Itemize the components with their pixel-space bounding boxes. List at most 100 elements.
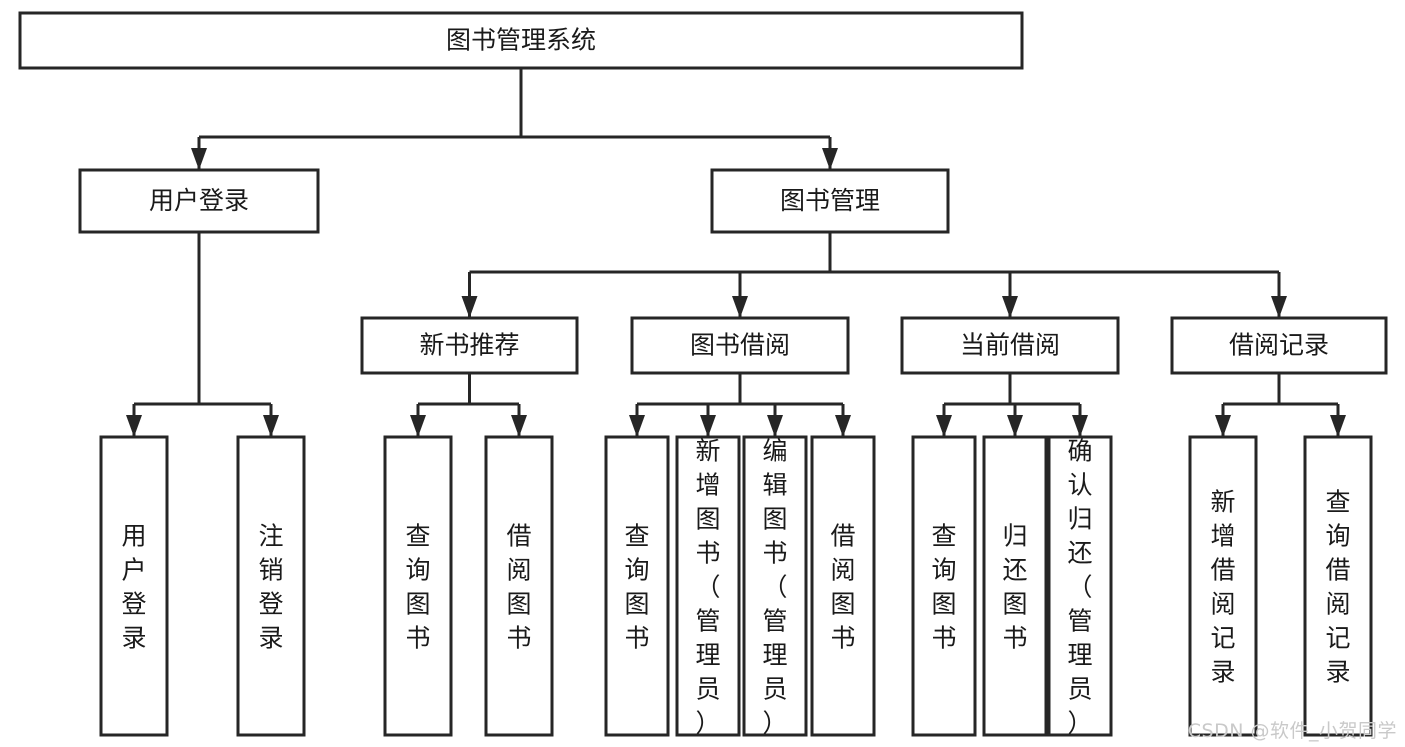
- svg-text:阅: 阅: [830, 556, 855, 585]
- level2-node-box-3[interactable]: [1170, 316, 1388, 375]
- leaf-node-box-12[interactable]: [1303, 435, 1373, 737]
- svg-text:录: 录: [121, 624, 146, 653]
- svg-text:理: 理: [695, 641, 720, 670]
- svg-text:增: 增: [1210, 522, 1235, 551]
- svg-text:户: 户: [121, 556, 146, 585]
- leaf-node-box-1[interactable]: [236, 435, 306, 737]
- leaf-node-box-7[interactable]: [810, 435, 876, 737]
- svg-text:还: 还: [1002, 556, 1027, 585]
- svg-text:管: 管: [695, 607, 720, 636]
- svg-text:查: 查: [931, 522, 956, 551]
- root-node-label: 图书管理系统: [446, 26, 596, 55]
- svg-text:管: 管: [762, 607, 787, 636]
- svg-text:查: 查: [1325, 488, 1350, 517]
- svg-text:理: 理: [762, 641, 787, 670]
- leaf-node-box-6[interactable]: [742, 435, 808, 737]
- svg-text:（: （: [762, 573, 787, 602]
- level2-node-box-1[interactable]: [630, 316, 850, 375]
- level2-node-label-0: 新书推荐: [419, 331, 519, 360]
- svg-text:阅: 阅: [1210, 590, 1235, 619]
- svg-text:询: 询: [405, 556, 430, 585]
- svg-text:书: 书: [1002, 624, 1027, 653]
- svg-text:）: ）: [1067, 709, 1092, 738]
- leaf-node-box-0[interactable]: [99, 435, 169, 737]
- leaf-node-box-5[interactable]: [675, 435, 741, 737]
- svg-text:新: 新: [1210, 488, 1235, 517]
- leaf-node-box-8[interactable]: [911, 435, 977, 737]
- root-node-box[interactable]: [18, 11, 1024, 70]
- leaf-node-box-2[interactable]: [383, 435, 453, 737]
- svg-text:用: 用: [121, 522, 146, 551]
- svg-text:书: 书: [695, 539, 720, 568]
- level1-node-box-1[interactable]: [710, 168, 950, 234]
- svg-text:书: 书: [624, 624, 649, 653]
- leaf-node-box-4[interactable]: [604, 435, 670, 737]
- svg-text:归: 归: [1002, 522, 1027, 551]
- svg-text:图: 图: [624, 590, 649, 619]
- svg-text:询: 询: [1325, 522, 1350, 551]
- svg-text:归: 归: [1067, 505, 1092, 534]
- svg-text:书: 书: [830, 624, 855, 653]
- current-leaves-arrow-2: [1072, 415, 1088, 437]
- borrow-leaves-arrow-3: [835, 415, 851, 437]
- root-to-level1-arrow-0: [191, 148, 207, 170]
- book-mgmt-to-level2-arrow-3: [1271, 296, 1287, 318]
- root-to-level1-arrow-1: [822, 148, 838, 170]
- recommend-leaves-arrow-0: [410, 415, 426, 437]
- svg-text:增: 增: [695, 471, 720, 500]
- svg-text:书: 书: [762, 539, 787, 568]
- svg-text:借: 借: [1210, 556, 1235, 585]
- svg-text:询: 询: [931, 556, 956, 585]
- svg-text:书: 书: [931, 624, 956, 653]
- login-leaves-arrow-1: [263, 415, 279, 437]
- svg-text:记: 记: [1325, 624, 1350, 653]
- login-leaves-arrow-0: [126, 415, 142, 437]
- svg-text:）: ）: [695, 709, 720, 738]
- svg-text:记: 记: [1210, 624, 1235, 653]
- label-layer: 图书管理系统用户登录图书管理新书推荐图书借阅当前借阅借阅记录用户登录注销登录查询…: [121, 26, 1350, 738]
- svg-text:销: 销: [258, 556, 283, 585]
- svg-text:书: 书: [405, 624, 430, 653]
- record-leaves-arrow-1: [1330, 415, 1346, 437]
- box-layer: [18, 11, 1388, 737]
- level1-node-label-1: 图书管理: [780, 186, 880, 215]
- level1-node-label-0: 用户登录: [149, 186, 249, 215]
- svg-text:确: 确: [1067, 437, 1092, 466]
- svg-text:新: 新: [695, 437, 720, 466]
- svg-text:员: 员: [695, 675, 720, 704]
- svg-text:管: 管: [1067, 607, 1092, 636]
- svg-text:阅: 阅: [1325, 590, 1350, 619]
- leaf-node-box-10[interactable]: [1047, 435, 1113, 737]
- current-leaves-arrow-0: [936, 415, 952, 437]
- svg-text:注: 注: [258, 522, 283, 551]
- svg-text:认: 认: [1067, 471, 1092, 500]
- borrow-leaves-arrow-1: [700, 415, 716, 437]
- level2-node-box-0[interactable]: [360, 316, 579, 375]
- leaf-node-box-3[interactable]: [484, 435, 554, 737]
- leaf-node-box-11[interactable]: [1188, 435, 1258, 737]
- connector-layer: [126, 68, 1346, 437]
- svg-text:（: （: [695, 573, 720, 602]
- leaf-node-box-9[interactable]: [982, 435, 1048, 737]
- level1-node-box-0[interactable]: [78, 168, 320, 234]
- svg-text:图: 图: [405, 590, 430, 619]
- svg-text:员: 员: [1067, 675, 1092, 704]
- book-mgmt-to-level2-arrow-0: [461, 296, 478, 318]
- svg-text:录: 录: [258, 624, 283, 653]
- svg-text:录: 录: [1210, 658, 1235, 687]
- level2-node-box-2[interactable]: [900, 316, 1120, 375]
- record-leaves-arrow-0: [1215, 415, 1231, 437]
- svg-text:还: 还: [1067, 539, 1092, 568]
- svg-text:员: 员: [762, 675, 787, 704]
- current-leaves-arrow-1: [1007, 415, 1023, 437]
